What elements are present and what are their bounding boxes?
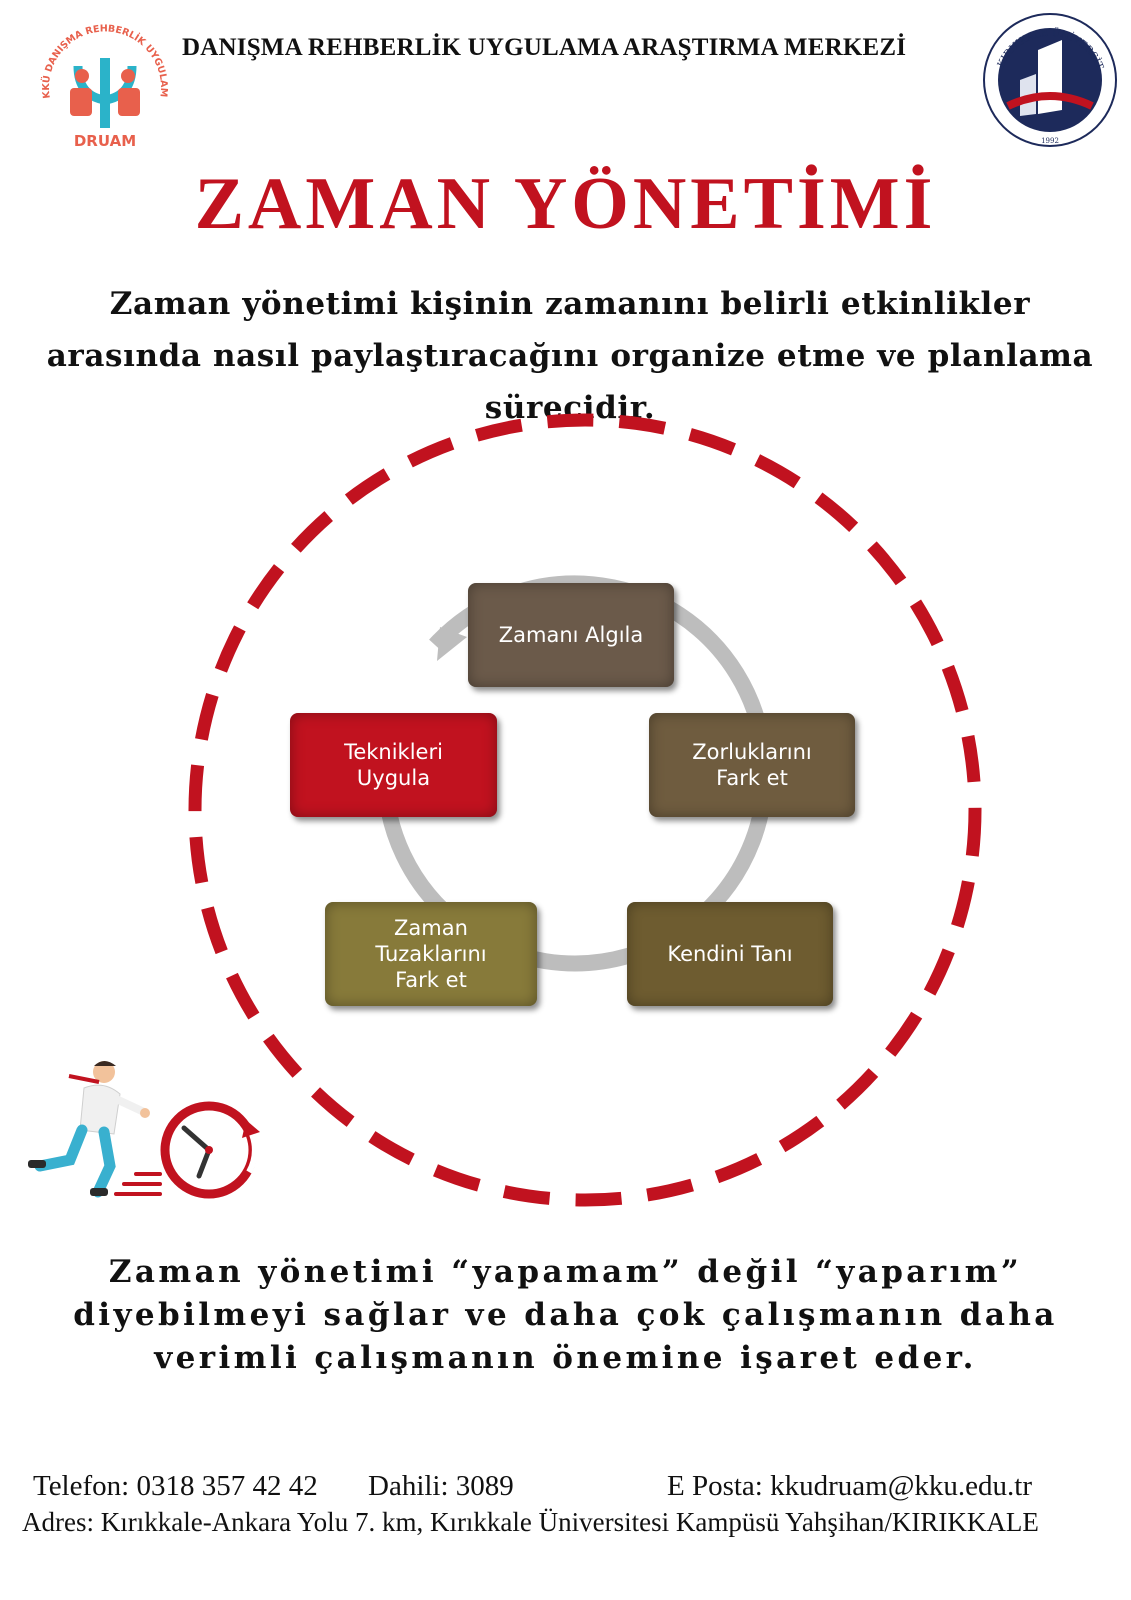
footer-email[interactable]: E Posta: kkudruam@kku.edu.tr — [667, 1470, 1032, 1502]
cycle-step-kendini-tani: Kendini Tanı — [627, 902, 833, 1006]
running-man-icon — [28, 1061, 150, 1198]
arrow-head-icon — [437, 627, 467, 661]
center-name: DANIŞMA REHBERLİK UYGULAMA ARAŞTIRMA MER… — [182, 34, 907, 61]
page-title: ZAMAN YÖNETİMİ — [194, 163, 937, 245]
druam-ring-text: KKÜ DANIŞMA REHBERLİK UYGULAMA VE ARAŞTI… — [30, 18, 169, 99]
speed-lines-icon — [114, 1172, 162, 1196]
cycle-step-zamani-algila: Zamanı Algıla — [468, 583, 674, 687]
runner-clock-illustration — [28, 1061, 260, 1199]
intro-text: Zaman yönetimi kişinin zamanını belirli … — [46, 286, 1094, 426]
footer-extension: Dahili: 3089 — [368, 1470, 514, 1502]
cycle-step-zorluklarini-fark-et: Zorluklarını Fark et — [649, 713, 855, 817]
druam-logo: KKÜ DANIŞMA REHBERLİK UYGULAMA VE ARAŞTI… — [30, 18, 169, 150]
cycle-step-zaman-tuzaklarini-fark-et: Zaman Tuzaklarını Fark et — [325, 902, 537, 1006]
dashed-circle-frame — [188, 413, 982, 1207]
kirikkale-university-logo: KIRIKKALE ÜNİVERSİTESİ 1992 — [980, 10, 1117, 147]
cycle-step-teknikleri-uygula: Teknikleri Uygula — [290, 713, 497, 817]
druam-wordmark: DRUAM — [74, 132, 136, 150]
clock-icon — [160, 1101, 260, 1199]
svg-text:KKÜ DANIŞMA REHBERLİK UYGULAMA: KKÜ DANIŞMA REHBERLİK UYGULAMA VE ARAŞTI… — [30, 18, 169, 99]
footer-address: Adres: Kırıkkale-Ankara Yolu 7. km, Kırı… — [22, 1507, 1039, 1537]
kku-year: 1992 — [1041, 137, 1059, 145]
footer-phone: Telefon: 0318 357 42 42 — [33, 1470, 318, 1502]
closing-statement: Zaman yönetimi “yapamam” değil “yaparım”… — [73, 1254, 1058, 1376]
